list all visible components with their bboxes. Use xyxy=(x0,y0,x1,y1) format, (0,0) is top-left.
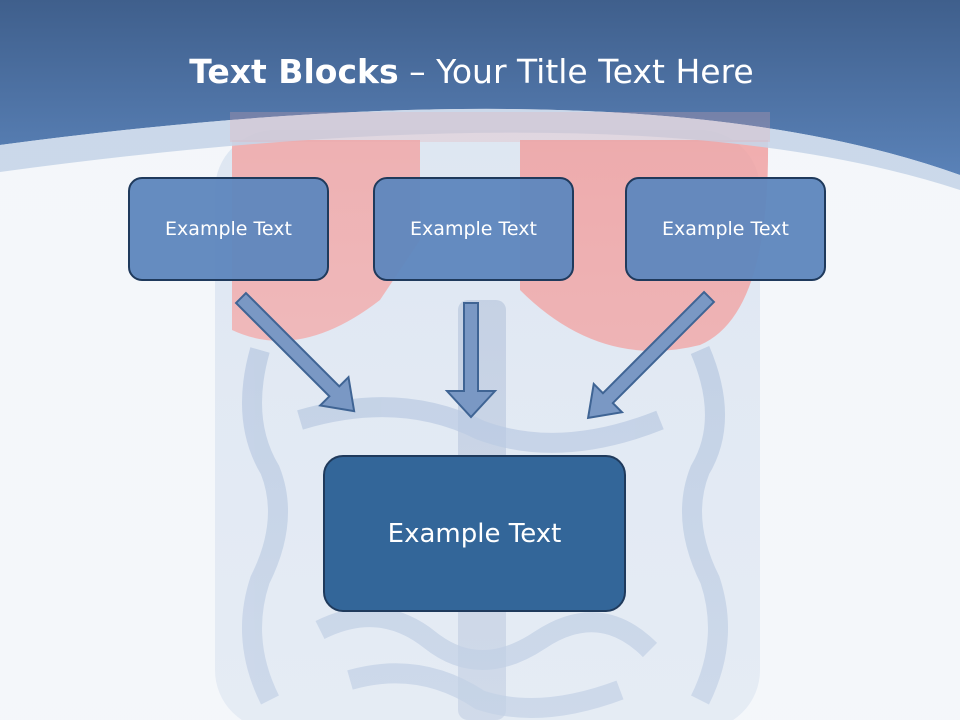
text-block-left[interactable]: Example Text xyxy=(128,177,329,281)
arrow-left-diagonal xyxy=(234,291,356,413)
title-rest: Your Title Text Here xyxy=(436,52,754,91)
text-block-center[interactable]: Example Text xyxy=(373,177,574,281)
arrow-center-down xyxy=(444,302,498,419)
arrow-right-diagonal xyxy=(586,290,716,420)
slide-title: Text Blocks – Your Title Text Here xyxy=(0,52,943,91)
text-block-main[interactable]: Example Text xyxy=(323,455,626,612)
title-separator: – xyxy=(398,52,437,91)
header-band xyxy=(0,0,960,175)
title-bold-part: Text Blocks xyxy=(189,52,399,91)
header-swoosh xyxy=(0,108,960,190)
text-block-right[interactable]: Example Text xyxy=(625,177,826,281)
